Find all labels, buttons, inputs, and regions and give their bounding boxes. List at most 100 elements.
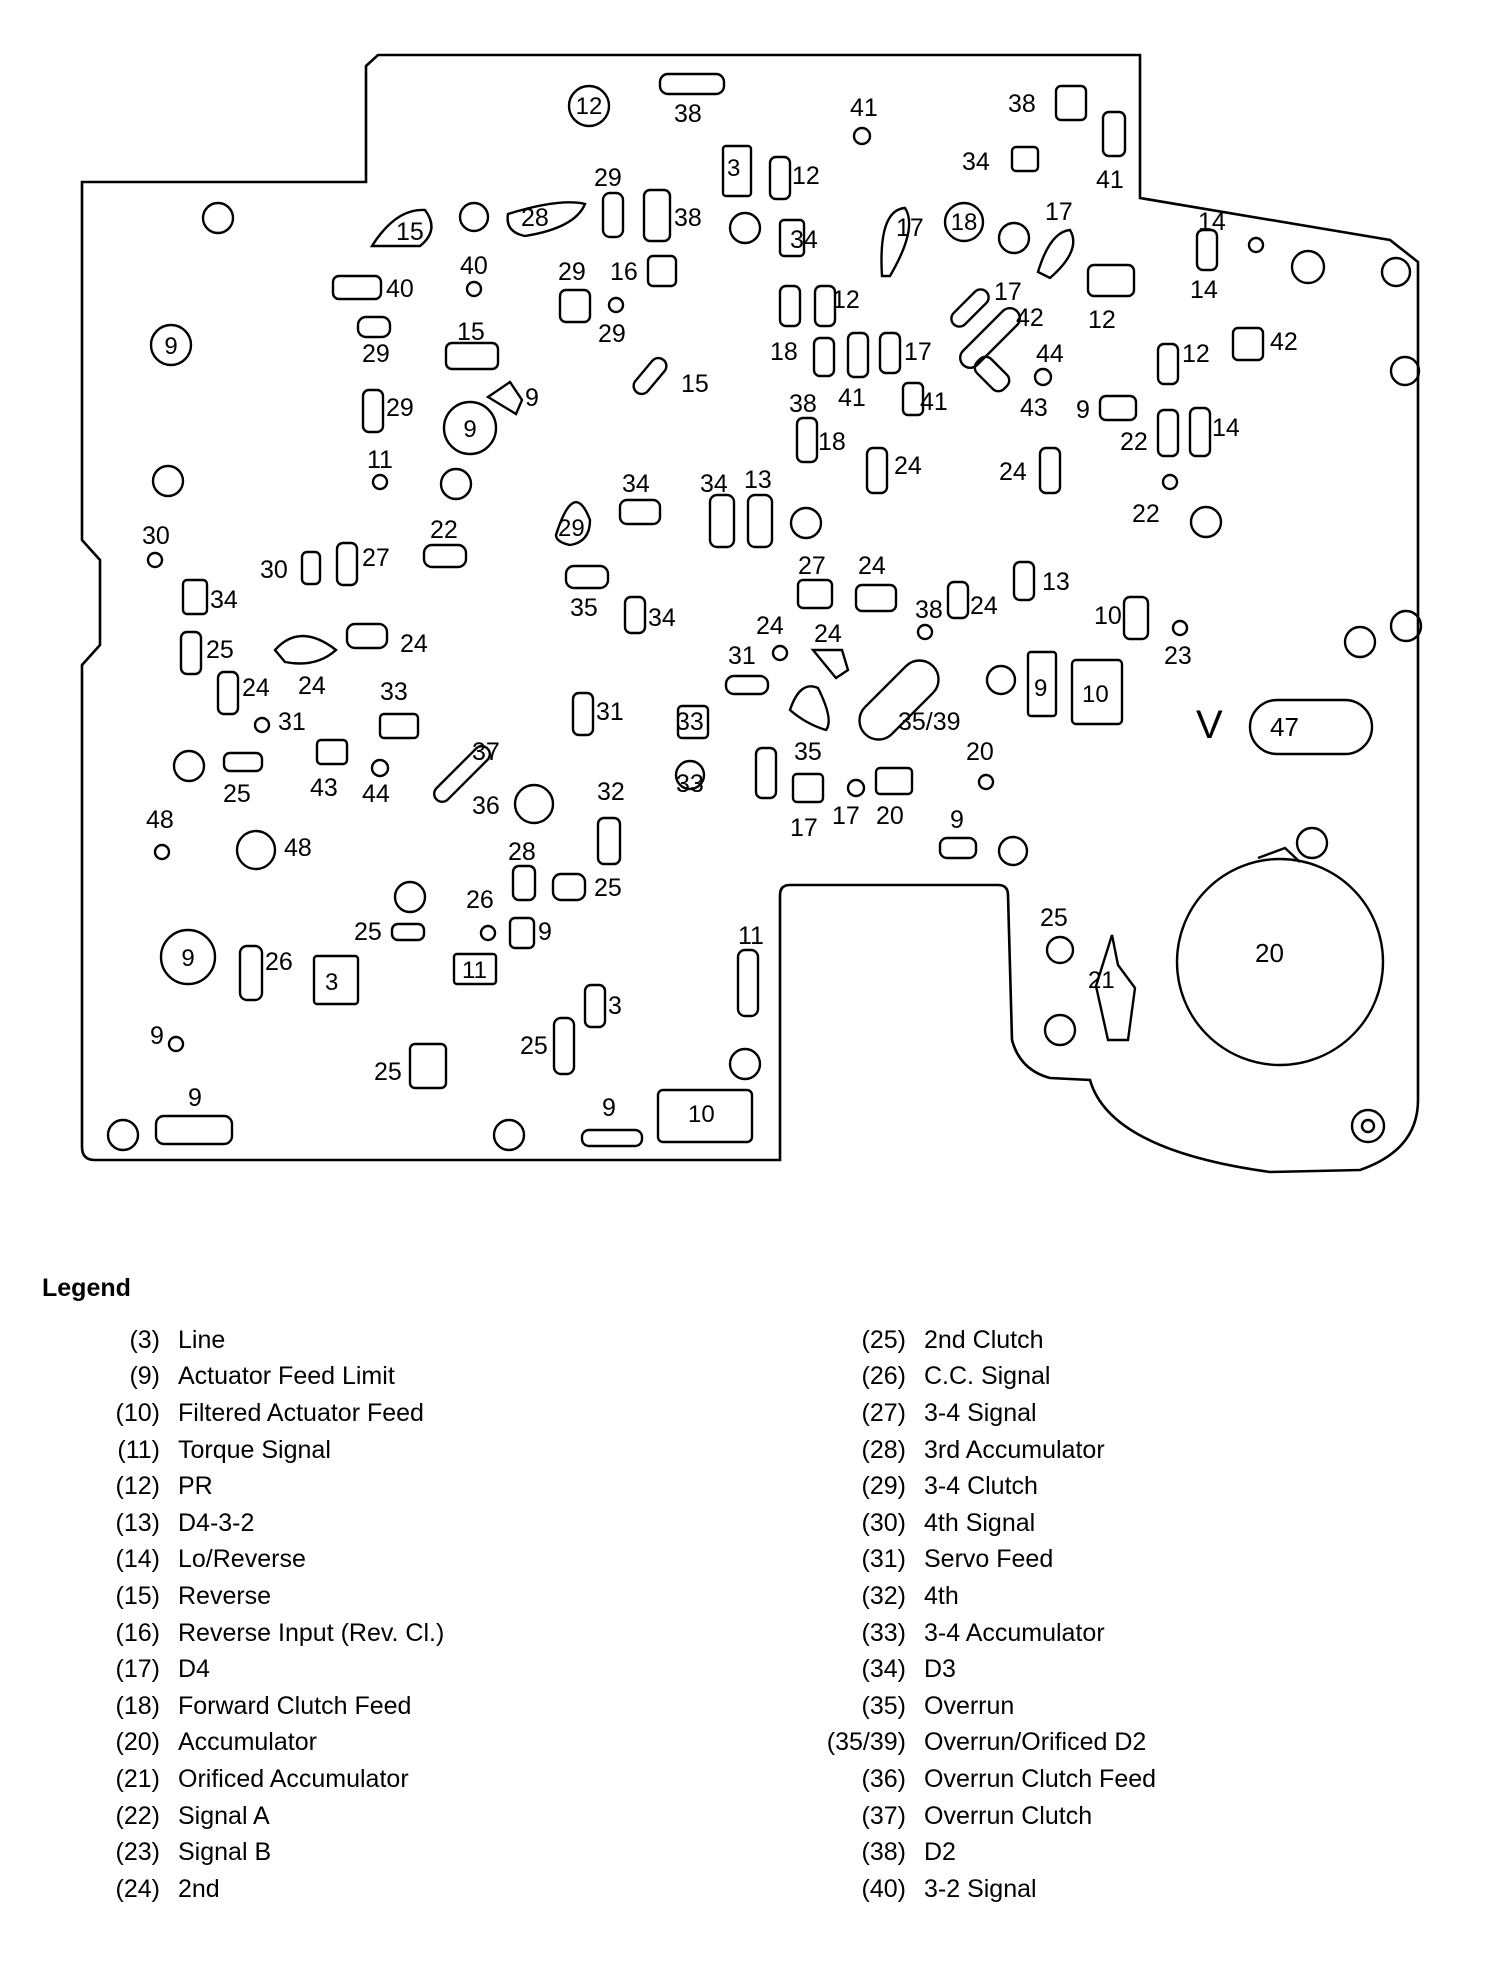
hole bbox=[1350, 1108, 1386, 1144]
svg-text:17: 17 bbox=[904, 338, 932, 366]
legend-label: Signal B bbox=[178, 1838, 272, 1867]
legend-label: 3-4 Clutch bbox=[924, 1472, 1038, 1501]
hole bbox=[439, 467, 473, 501]
hole bbox=[1290, 249, 1326, 285]
svg-text:24: 24 bbox=[999, 458, 1027, 486]
legend-item: (14)Lo/Reverse bbox=[60, 1542, 444, 1579]
legend-label: Accumulator bbox=[178, 1728, 317, 1757]
hole bbox=[728, 211, 762, 245]
legend-item: (26)C.C. Signal bbox=[790, 1359, 1156, 1396]
svg-text:13: 13 bbox=[744, 466, 772, 494]
legend-code: (14) bbox=[115, 1545, 160, 1574]
svg-text:34: 34 bbox=[210, 586, 238, 614]
svg-text:34: 34 bbox=[648, 604, 676, 632]
svg-text:20: 20 bbox=[966, 738, 994, 766]
legend-item: (11)Torque Signal bbox=[60, 1432, 444, 1469]
svg-text:38: 38 bbox=[674, 100, 702, 128]
plate-labels: 38 41 38 41 34 12 3 29 38 34 17 17 14 14… bbox=[142, 90, 1299, 1128]
legend-label: Reverse Input (Rev. Cl.) bbox=[178, 1618, 445, 1647]
svg-text:9: 9 bbox=[150, 1022, 164, 1050]
svg-text:25: 25 bbox=[223, 780, 251, 808]
legend-code: (35) bbox=[861, 1691, 906, 1720]
svg-text:25: 25 bbox=[1040, 904, 1068, 932]
hole bbox=[172, 749, 206, 783]
legend-label: 2nd Clutch bbox=[924, 1325, 1044, 1354]
legend-label: Filtered Actuator Feed bbox=[178, 1398, 424, 1427]
legend-code: (27) bbox=[861, 1398, 906, 1427]
legend-code: (24) bbox=[115, 1874, 160, 1903]
legend-label: D4-3-2 bbox=[178, 1508, 255, 1537]
hole bbox=[1389, 355, 1421, 387]
svg-text:18: 18 bbox=[818, 428, 846, 456]
legend-item: (32)4th bbox=[790, 1578, 1156, 1615]
svg-text:12: 12 bbox=[792, 162, 820, 190]
hole bbox=[1343, 625, 1377, 659]
svg-text:20: 20 bbox=[1255, 938, 1284, 968]
hole bbox=[1295, 826, 1329, 860]
svg-text:10: 10 bbox=[1094, 602, 1122, 630]
legend-item: (18)Forward Clutch Feed bbox=[60, 1688, 444, 1725]
hole bbox=[458, 201, 490, 233]
legend-item: (3)Line bbox=[60, 1322, 444, 1359]
holes bbox=[106, 201, 1423, 1152]
svg-text:35/39: 35/39 bbox=[898, 708, 961, 736]
svg-text:33: 33 bbox=[676, 708, 704, 736]
svg-text:9: 9 bbox=[164, 333, 177, 360]
legend-item: (27)3-4 Signal bbox=[790, 1395, 1156, 1432]
legend-code: (13) bbox=[115, 1508, 160, 1537]
legend-item: (17)D4 bbox=[60, 1651, 444, 1688]
svg-text:33: 33 bbox=[380, 678, 408, 706]
legend-label: Forward Clutch Feed bbox=[178, 1691, 412, 1720]
legend-code: (20) bbox=[115, 1728, 160, 1757]
legend-label: PR bbox=[178, 1472, 213, 1501]
legend-code: (28) bbox=[861, 1435, 906, 1464]
legend-code: (26) bbox=[861, 1362, 906, 1391]
legend-label: Overrun bbox=[924, 1691, 1015, 1720]
svg-text:29: 29 bbox=[362, 340, 390, 368]
legend-code: (35/39) bbox=[826, 1728, 906, 1757]
legend-item: (22)Signal A bbox=[60, 1798, 444, 1835]
legend-label: 3rd Accumulator bbox=[924, 1435, 1105, 1464]
legend-code: (15) bbox=[115, 1581, 160, 1610]
legend-item: (40)3-2 Signal bbox=[790, 1871, 1156, 1908]
legend-code: (23) bbox=[115, 1838, 160, 1867]
hole bbox=[789, 506, 823, 540]
svg-text:14: 14 bbox=[1198, 208, 1226, 236]
hole bbox=[201, 201, 235, 235]
legend-label: Torque Signal bbox=[178, 1435, 331, 1464]
spacer-plate-diagram: 12 9 9 9 18 38 41 38 41 34 12 3 29 38 34… bbox=[80, 53, 1423, 1174]
legend-item: (12) PR bbox=[60, 1468, 444, 1505]
legend-item: (23) Signal B bbox=[60, 1834, 444, 1871]
hole bbox=[393, 880, 427, 914]
legend-code: (12) bbox=[115, 1472, 160, 1501]
svg-text:41: 41 bbox=[920, 388, 948, 416]
legend-code: (34) bbox=[861, 1655, 906, 1684]
svg-text:24: 24 bbox=[894, 452, 922, 480]
svg-text:28: 28 bbox=[521, 204, 549, 232]
svg-text:24: 24 bbox=[242, 674, 270, 702]
hole bbox=[1389, 609, 1423, 643]
svg-text:20: 20 bbox=[876, 802, 904, 830]
hole bbox=[728, 1047, 762, 1081]
svg-text:3: 3 bbox=[608, 992, 622, 1020]
orifices bbox=[146, 126, 1265, 1053]
svg-text:41: 41 bbox=[850, 94, 878, 122]
svg-text:15: 15 bbox=[457, 318, 485, 346]
svg-text:25: 25 bbox=[374, 1058, 402, 1086]
legend-item: (29)3-4 Clutch bbox=[790, 1468, 1156, 1505]
svg-text:40: 40 bbox=[386, 275, 414, 303]
svg-text:21: 21 bbox=[1088, 967, 1115, 994]
angled-slots bbox=[273, 201, 1137, 1042]
hole bbox=[1189, 505, 1223, 539]
svg-text:15: 15 bbox=[681, 370, 709, 398]
legend-item: (9)Actuator Feed Limit bbox=[60, 1359, 444, 1396]
svg-text:28: 28 bbox=[508, 838, 536, 866]
svg-text:42: 42 bbox=[1016, 304, 1044, 332]
bore-notch bbox=[1257, 846, 1301, 863]
svg-text:31: 31 bbox=[278, 708, 306, 736]
hole bbox=[674, 759, 706, 791]
svg-text:11: 11 bbox=[738, 922, 764, 950]
svg-text:12: 12 bbox=[1088, 306, 1116, 334]
svg-text:42: 42 bbox=[1270, 328, 1298, 356]
svg-text:34: 34 bbox=[962, 148, 990, 176]
